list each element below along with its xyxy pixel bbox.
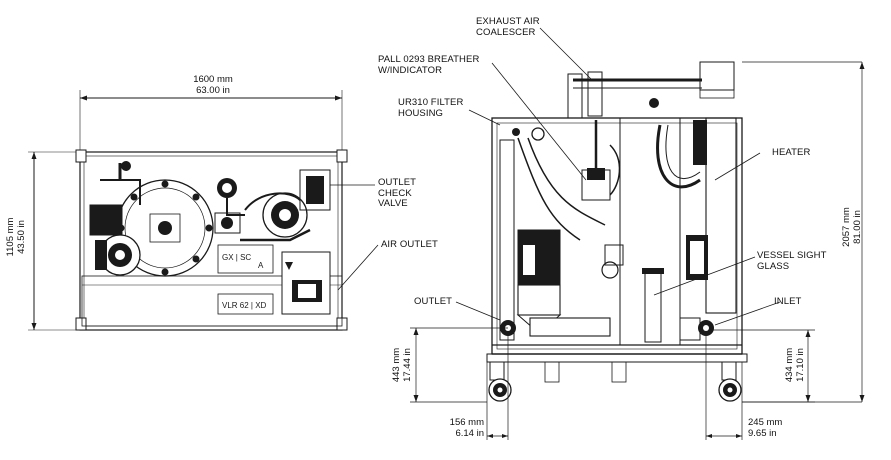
heater-callout: HEATER (772, 147, 811, 158)
overall-height-dimension: 2057 mm 81.00 in (841, 192, 863, 262)
left-height-dimension: 1105 mm 43.50 in (5, 202, 27, 272)
base-tank (81, 275, 343, 327)
callout-line: GLASS (757, 260, 790, 272)
left-width-dimension: 1600 mm 63.00 in (188, 74, 238, 96)
exhaust-air-coalescer (587, 71, 603, 117)
exhaust-air-coalescer-callout: EXHAUST AIR COALESCER (476, 16, 540, 38)
ur310-filter-housing-callout: UR310 FILTER HOUSING (398, 97, 464, 119)
inlet-height-mm: 434 mm (784, 347, 795, 383)
callout-line: PALL 0293 BREATHER (378, 54, 480, 65)
leader-lines (330, 27, 781, 326)
overall-height-mm: 2057 mm (841, 207, 852, 247)
outlet-pipe (529, 317, 611, 337)
coalescer-housing (699, 61, 735, 91)
caster-wheel-left (488, 361, 512, 402)
left-height-mm: 1105 mm (5, 217, 16, 257)
pall-breather-callout: PALL 0293 BREATHER W/INDICATOR (378, 54, 480, 76)
panel-mark-top2: A (258, 261, 264, 270)
left-width-in: 63.00 in (196, 84, 230, 96)
callout-line: UR310 FILTER (398, 97, 464, 108)
callout-line: EXHAUST AIR (476, 16, 540, 27)
callout-line: VESSEL SIGHT (757, 250, 827, 261)
right-dimensions (410, 61, 865, 440)
callout-line: COALESCER (476, 26, 536, 38)
inlet-height-dimension: 434 mm 17.10 in (784, 340, 806, 390)
air-outlet-callout: AIR OUTLET (381, 239, 438, 250)
right-view (486, 61, 748, 402)
heater (705, 117, 737, 314)
outlet-offset-mm: 156 mm (449, 417, 484, 428)
outlet-check-valve-callout: OUTLET CHECK VALVE (378, 177, 417, 210)
panel-mark-bottom: VLR 62 | XD (222, 301, 267, 310)
vessel-sight-glass-callout: VESSEL SIGHT GLASS (757, 250, 827, 272)
outlet-height-in: 17.44 in (401, 348, 413, 382)
motor-left (89, 204, 123, 236)
outlet-offset-in: 6.14 in (455, 427, 484, 439)
caster-wheel-right (718, 361, 742, 402)
callout-line: CHECK (378, 187, 412, 199)
inlet-callout: INLET (774, 296, 802, 307)
callout-line: OUTLET (378, 177, 417, 188)
outlet-callout: OUTLET (414, 296, 453, 307)
left-view (28, 90, 348, 331)
inlet-offset-mm: 245 mm (748, 417, 783, 428)
inlet-offset-dimension: 245 mm 9.65 in (748, 417, 798, 439)
ur310-filter-housing (499, 139, 515, 341)
skid-frame (79, 151, 343, 331)
callout-line: W/INDICATOR (378, 64, 443, 76)
outlet-height-dimension: 443 mm 17.44 in (391, 340, 413, 390)
left-height-in: 43.50 in (15, 220, 27, 254)
inlet-offset-in: 9.65 in (748, 427, 777, 439)
overall-height-in: 81.00 in (851, 210, 863, 244)
inlet-height-in: 17.10 in (794, 348, 806, 382)
panel-mark-top: GX | SC (222, 253, 251, 262)
left-width-mm: 1600 mm (193, 74, 233, 85)
callout-line: VALVE (378, 198, 408, 209)
outlet-height-mm: 443 mm (391, 347, 402, 383)
outlet-offset-dimension: 156 mm 6.14 in (438, 417, 484, 439)
vessel-sight-glass (644, 271, 662, 343)
callout-line: HOUSING (398, 107, 444, 119)
